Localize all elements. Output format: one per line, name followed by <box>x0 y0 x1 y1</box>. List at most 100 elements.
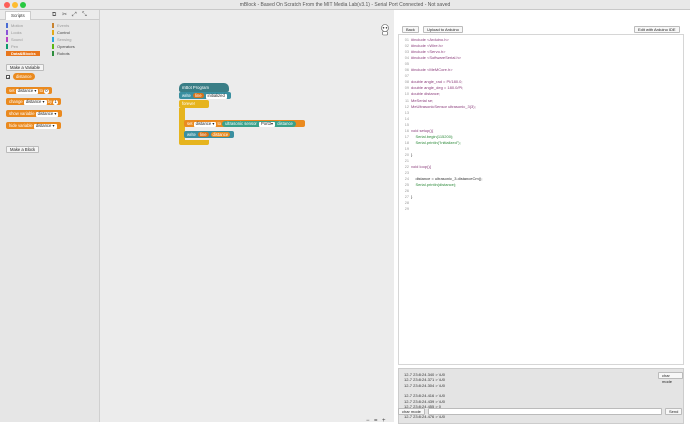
code-line: } <box>411 151 413 157</box>
set-label: set <box>9 88 15 93</box>
shrink-icon[interactable]: ⤡ <box>82 12 87 18</box>
line-number: 28 <box>404 201 409 206</box>
set-var-dropdown[interactable]: distance ▾ <box>15 88 39 94</box>
char-mode-toggle-button[interactable]: char mode <box>658 372 683 384</box>
code-line: #include <MeMCore.h> <box>411 67 453 73</box>
change-label: change <box>9 99 23 104</box>
category-events[interactable]: Events <box>52 23 69 28</box>
category-looks[interactable]: Looks <box>6 30 22 35</box>
category-list: Motion Looks Sound Pen Data&Blocks Event… <box>0 20 99 56</box>
write2-label: write <box>187 132 196 137</box>
cut-icon[interactable]: ✂ <box>62 12 68 18</box>
forever-block[interactable]: forever <box>179 100 209 108</box>
panda-sprite-icon <box>381 24 389 36</box>
write-text-field[interactable]: initialized <box>205 93 227 99</box>
code-line: void setup(){ <box>411 127 434 133</box>
code-line: MeSerial se; <box>411 97 434 103</box>
code-line: #include <SoftwareSerial.h> <box>411 55 462 61</box>
port-dropdown[interactable]: Port3▾ <box>258 121 276 127</box>
category-operators[interactable]: Operators <box>52 44 75 49</box>
line-number: 23 <box>404 171 409 176</box>
line-number: 02 <box>404 44 409 49</box>
serial-line: 12-7 23:8:24.340 > \U0 <box>404 372 446 377</box>
hide-var-dropdown[interactable]: distance ▾ <box>33 123 57 129</box>
serial-line: 12-7 23:8:24.455 > 0 <box>404 403 442 409</box>
stamp-icon[interactable]: ⧉ <box>52 12 57 18</box>
line-number: 17 <box>404 134 409 139</box>
change-value[interactable]: 1 <box>53 99 59 105</box>
variable-show-checkbox[interactable]: ✓ <box>6 75 11 80</box>
make-variable-button[interactable]: Make a Variable <box>6 64 44 71</box>
change-var-name: distance <box>25 99 42 104</box>
category-control[interactable]: Control <box>52 30 70 35</box>
zoom-in-icon[interactable]: + <box>382 418 386 424</box>
serial-line: 12-7 23:8:24.416 > \U0 <box>404 393 446 399</box>
edit-with-arduino-ide-button[interactable]: Edit with Arduino IDE <box>634 26 680 33</box>
line-number: 24 <box>404 177 409 182</box>
ultrasonic-reporter[interactable]: ultrasonic sensor Port3▾ distance <box>222 121 296 127</box>
change-by-label: by <box>47 99 53 104</box>
code-line: Serial.println("initialized"); <box>411 139 461 145</box>
line-number: 12 <box>404 104 409 109</box>
line-number: 20 <box>404 152 409 157</box>
send-button[interactable]: Send <box>665 408 683 415</box>
grow-icon[interactable]: ⤢ <box>72 12 77 18</box>
set-var-name: distance <box>17 88 34 93</box>
forever-arm <box>179 108 185 140</box>
line-number: 05 <box>404 62 409 67</box>
tab-scripts[interactable]: Scripts <box>5 11 31 20</box>
category-sensing[interactable]: Sensing <box>52 37 71 42</box>
category-pen[interactable]: Pen <box>6 44 18 49</box>
serial-send-input[interactable] <box>428 408 662 415</box>
char-mode-button[interactable]: char mode <box>398 408 425 415</box>
distance-var-reporter[interactable]: distance <box>210 132 231 137</box>
code-line: Serial.begin(115200); <box>411 133 454 139</box>
line-number: 14 <box>404 116 409 121</box>
zoom-window-button[interactable] <box>20 2 26 8</box>
write-label: write <box>182 93 191 98</box>
upload-to-arduino-button[interactable]: Upload to Arduino <box>423 26 463 33</box>
zoom-reset-icon[interactable]: = <box>374 418 378 424</box>
code-line: MeUltrasonicSensor ultrasonic_3(3); <box>411 103 476 109</box>
arduino-code-panel: Back Upload to Arduino Edit with Arduino… <box>398 22 688 424</box>
line-number: 15 <box>404 122 409 127</box>
variable-reporter-distance[interactable]: distance <box>13 73 35 80</box>
hide-label: hide variable <box>9 123 33 128</box>
set-value[interactable]: 0 <box>43 88 49 94</box>
zoom-out-icon[interactable]: − <box>366 418 370 424</box>
set2-var-dropdown[interactable]: distance ▾ <box>193 121 217 127</box>
line-number: 26 <box>404 189 409 194</box>
back-button[interactable]: Back <box>402 26 419 33</box>
blocks-palette: Scripts ⧉ ✂ ⤢ ⤡ Motion Looks Sound Pen D… <box>0 10 100 422</box>
line-number: 25 <box>404 183 409 188</box>
serial-line: 12-7 23:8:24.304 > \U0 <box>404 382 446 388</box>
minimize-window-button[interactable] <box>12 2 18 8</box>
set2-var-name: distance <box>195 121 212 126</box>
show-var-dropdown[interactable]: distance ▾ <box>35 111 59 117</box>
make-block-button[interactable]: Make a Block <box>6 146 40 153</box>
mbot-program-hat-block[interactable]: mBot Program <box>179 83 229 92</box>
line-number: 16 <box>404 128 409 133</box>
close-window-button[interactable] <box>4 2 10 8</box>
line-number: 19 <box>404 146 409 151</box>
category-motion[interactable]: Motion <box>6 23 23 28</box>
set2-label: set <box>187 121 193 126</box>
code-editor[interactable]: 01#include <Arduino.h>02#include <Wire.h… <box>398 34 684 365</box>
category-sound[interactable]: Sound <box>6 37 23 42</box>
change-var-dropdown[interactable]: distance ▾ <box>23 99 47 105</box>
show-label: show variable <box>9 111 35 116</box>
category-robots[interactable]: Robots <box>52 51 70 56</box>
category-data-blocks[interactable]: Data&Blocks <box>6 51 40 56</box>
code-line: double angle_rad = PI/180.0; <box>411 79 463 85</box>
show-var-name: distance <box>37 111 54 116</box>
hide-var-name: distance <box>35 123 52 128</box>
line-number: 08 <box>404 80 409 85</box>
